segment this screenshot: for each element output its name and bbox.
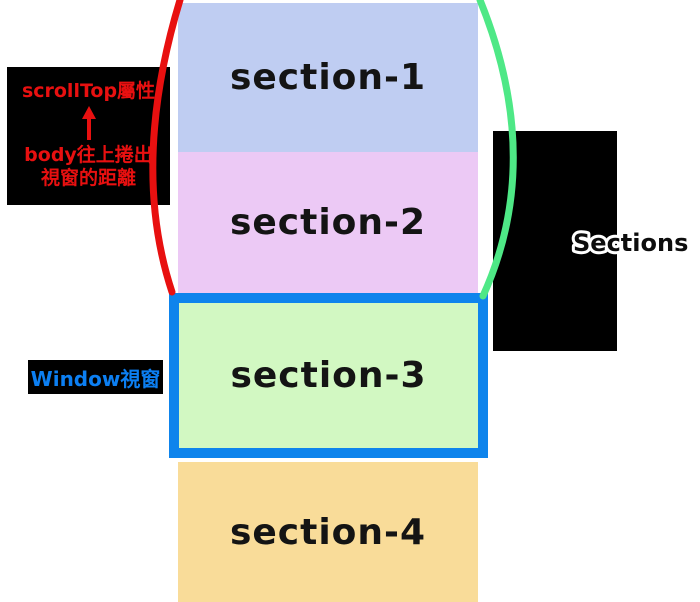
section-3-label: section-3 xyxy=(230,355,427,396)
section-2-block: section-2 xyxy=(178,152,478,293)
window-label: Window視窗 xyxy=(30,366,161,391)
section-1-label: section-1 xyxy=(229,57,427,98)
sections-annotation-box xyxy=(493,131,617,351)
section-4-label: section-4 xyxy=(229,511,427,553)
window-viewport-box: section-3 xyxy=(169,293,488,458)
scrolltop-description-line1: body往上捲出 xyxy=(24,144,153,166)
scrolltop-annotation-box: scrollTop屬性 body往上捲出 視窗的距離 xyxy=(7,67,170,205)
section-1-block: section-1 xyxy=(178,3,478,152)
up-arrow-icon xyxy=(81,106,96,140)
scrolltop-description-line2: 視窗的距離 xyxy=(40,167,136,189)
window-label-box: Window視窗 xyxy=(28,360,163,394)
section-4-block: section-4 xyxy=(178,462,478,602)
section-2-label: section-2 xyxy=(229,202,427,243)
scrolltop-attribute-label: scrollTop屬性 xyxy=(21,80,156,102)
